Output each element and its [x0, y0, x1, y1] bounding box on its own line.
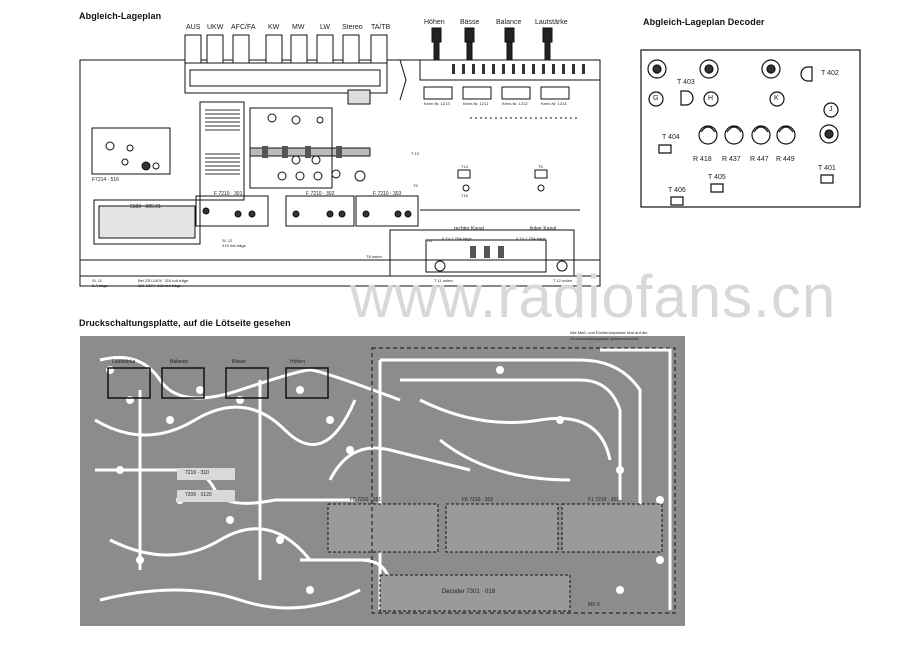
pcb-decoder: Decoder 7301 · 018 [442, 589, 496, 595]
decoder-point-j: J [829, 106, 833, 113]
pcb-box-2: 7206 · 0120 [185, 492, 212, 498]
chassis-diagram [79, 27, 601, 287]
decoder-r449: R 449 [776, 156, 795, 163]
button-label-aus: AUS [186, 24, 201, 31]
pcb-note: Alle Meß- und Eichbrückpunkte sind auf d… [570, 330, 648, 341]
decoder-r447: R 447 [750, 156, 769, 163]
label-fuse-left: 0,1V 1,25A träge [516, 236, 546, 241]
decoder-r437: R 437 [722, 156, 741, 163]
label-mains-voltage: Bei 220-240V 315 mA träge 110-130V 630 m… [138, 278, 189, 288]
knob-part-4: Kenn.Nr. 1214 [541, 101, 567, 106]
label-t6: T6 [413, 183, 418, 188]
knob-label-baesse: Bässe [460, 19, 480, 26]
pcb-module-2: F6 7210 · 302 [462, 497, 494, 503]
decoder-t402: T 402 [821, 70, 839, 77]
label-module-2: F 7210 · 302 [306, 191, 335, 197]
knob-part-1: Kenn.Nr. 1213 [424, 101, 450, 106]
pcb-pot-lautstaerke: Lautstärke [112, 359, 136, 365]
label-f7214: F7214 · 516 [92, 177, 119, 183]
label-t14: T14 [461, 164, 468, 169]
pcb-pot-baesse: Bässe [232, 359, 246, 365]
label-linker-kanal: linker Kanal [530, 226, 557, 232]
decoder-point-h: H [708, 95, 714, 102]
pcb-module-3: F1 7210 · 301 [588, 497, 620, 503]
label-si11: Si. 11 2 A träge [92, 278, 108, 288]
pcb-mv3: MV 3 [588, 602, 600, 608]
decoder-trimmer [647, 59, 839, 144]
label-fuse-right: 0,1V 1,25A träge [442, 236, 472, 241]
knob-label-lautstaerke: Lautstärke [535, 19, 568, 26]
front-knobs [431, 27, 553, 63]
label-t5: T5 [538, 164, 543, 169]
label-t10: T 10 [411, 151, 419, 156]
decoder-testpoints [648, 91, 839, 118]
decoder-r418: R 418 [693, 156, 712, 163]
pcb-board [80, 336, 685, 626]
decoder-board [640, 49, 861, 208]
button-label-afc: AFC/FA [231, 24, 256, 31]
knob-part-3: Kenn.Nr. 1212 [502, 101, 528, 106]
knob-label-balance: Balance [496, 19, 522, 26]
button-label-kw: KW [268, 24, 280, 31]
decoder-point-k: K [774, 95, 779, 102]
pcb-heading: Druckschaltungsplatte, auf die Lötseite … [79, 318, 291, 328]
decoder-t403: T 403 [677, 79, 695, 86]
alignment-plan-heading: Abgleich-Lageplan [79, 11, 162, 21]
watermark: www.radiofans.cn [350, 263, 837, 330]
decoder-t406: T 406 [668, 187, 686, 194]
button-label-lw: LW [320, 24, 330, 31]
decoder-transistors [658, 66, 834, 206]
button-label-ta-tb: TA/TB [371, 24, 391, 31]
label-module-1: F 7210 · 301 [214, 191, 243, 197]
pcb-module-1: F8 7210 · 301 [350, 497, 382, 503]
decoder-t401: T 401 [818, 165, 836, 172]
label-t12-unten: T 12 unten [553, 278, 573, 283]
pcb-box-1: 7216 · 310 [185, 470, 209, 476]
pcb-pot-hoehen: Höhen [290, 359, 305, 365]
front-buttons [184, 34, 388, 94]
label-t11-unten: T 11 unten [434, 278, 453, 283]
label-t11: T11 [426, 238, 433, 243]
label-t8-unten: T8 unten [366, 254, 382, 259]
button-label-ukw: UKW [207, 24, 224, 31]
decoder-plan-heading: Abgleich-Lageplan Decoder [643, 17, 765, 27]
decoder-t405: T 405 [708, 174, 726, 181]
label-tuner-box: 5680 · 005.01 [130, 204, 161, 210]
decoder-pots [698, 125, 796, 145]
knob-label-hoehen: Höhen [424, 19, 445, 26]
label-rechter-kanal: rechter Kanal [454, 226, 484, 232]
decoder-t404: T 404 [662, 134, 680, 141]
label-module-3: F 7210 · 303 [373, 191, 402, 197]
knob-part-2: Kenn.Nr. 1211 [463, 101, 489, 106]
button-label-mw: MW [292, 24, 305, 31]
decoder-point-g: G [653, 95, 659, 102]
label-si12: Si. 12 315 mA träge [222, 238, 246, 248]
button-label-stereo: Stereo [342, 24, 363, 31]
label-t15: T15 [461, 193, 468, 198]
pcb-pot-balance: Balance [170, 359, 189, 365]
